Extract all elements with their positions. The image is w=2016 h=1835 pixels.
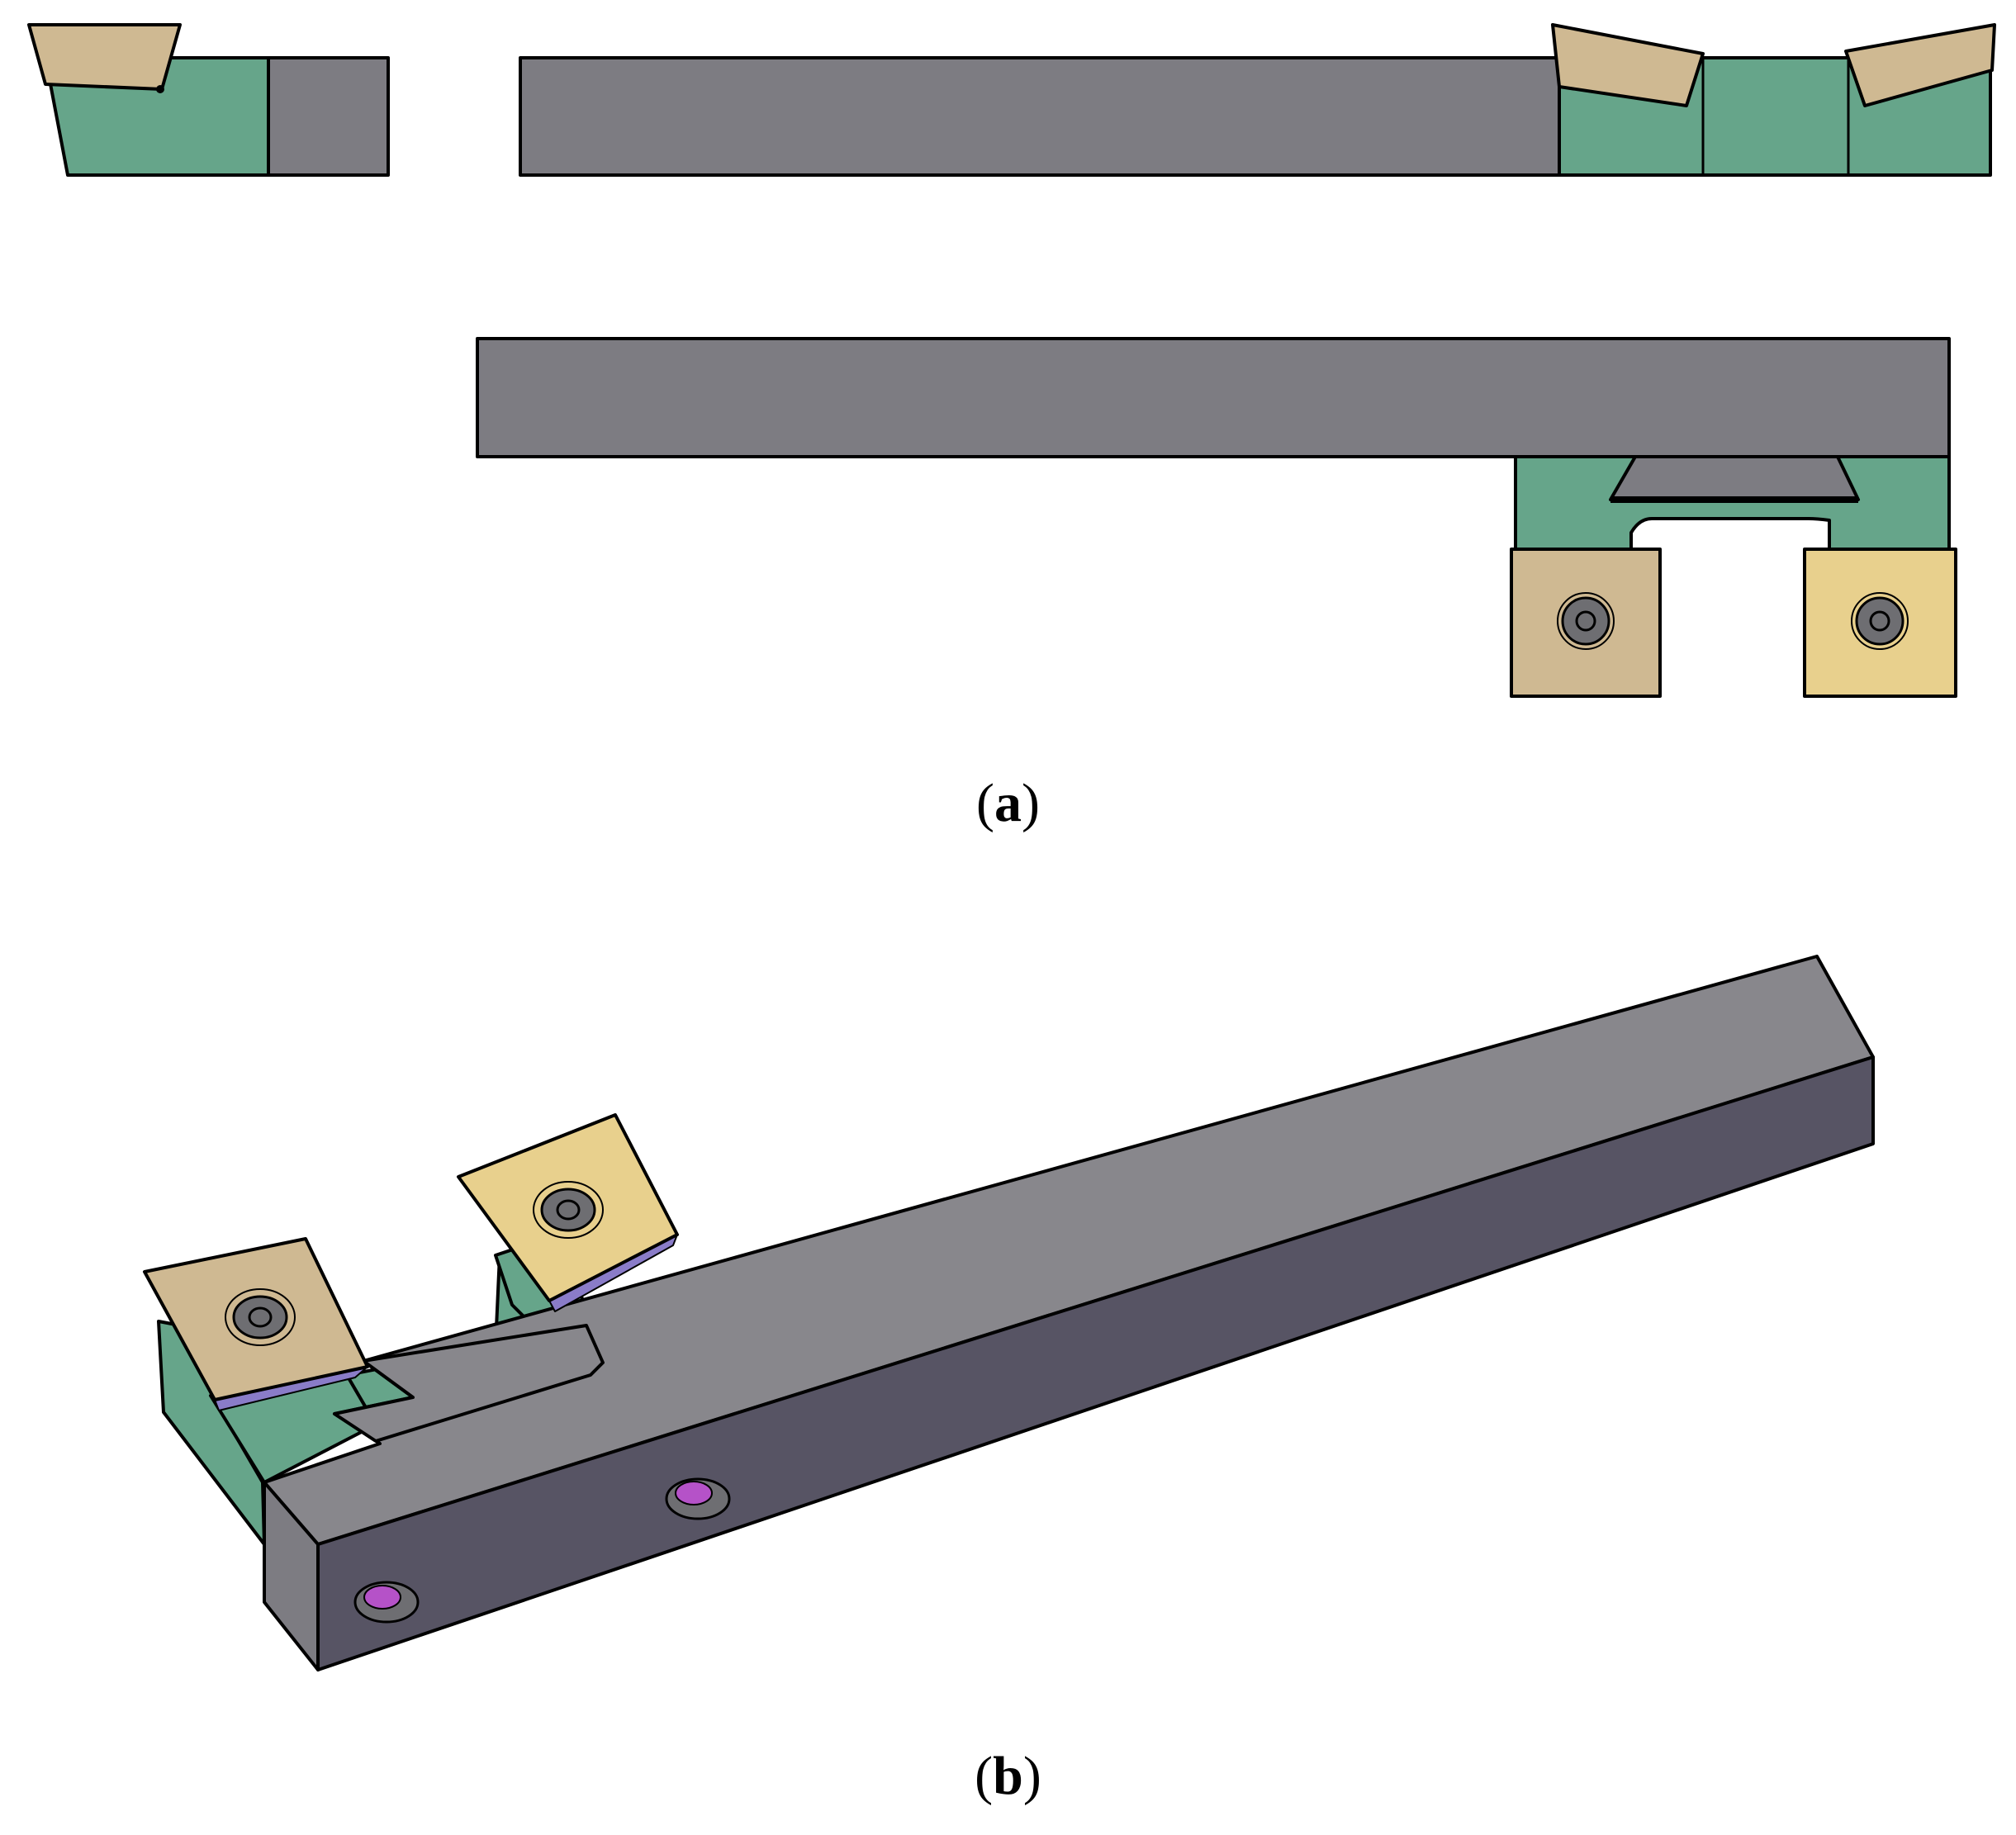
front-view-shank [519, 56, 1563, 177]
screw-icon [533, 1181, 604, 1239]
front-view-insert-left [1551, 23, 1705, 107]
panel-b-label: b [993, 1746, 1023, 1806]
screw-icon [1557, 592, 1615, 650]
front-view [519, 23, 1996, 177]
front-view-insert-right [1844, 23, 1996, 107]
side-view [27, 23, 390, 177]
iso-dovetail-slot [333, 1324, 605, 1443]
panel-b-caption: (b) [975, 1746, 1041, 1806]
side-view-screw-dot [156, 85, 164, 93]
screw-icon [353, 1581, 420, 1624]
panel-a-caption: (a) [976, 773, 1040, 833]
screw-icon [1851, 592, 1909, 650]
panel-b-isometric [143, 955, 1875, 1671]
screw-icon [665, 1477, 731, 1520]
side-view-shank [267, 56, 390, 177]
side-view-insert [27, 23, 182, 91]
top-view [476, 337, 1957, 698]
top-view-dovetail [1609, 455, 1860, 501]
panel-a-views [27, 23, 1996, 698]
panel-a-label: a [994, 773, 1022, 833]
screw-icon [225, 1288, 296, 1346]
top-view-shank [476, 337, 1951, 458]
